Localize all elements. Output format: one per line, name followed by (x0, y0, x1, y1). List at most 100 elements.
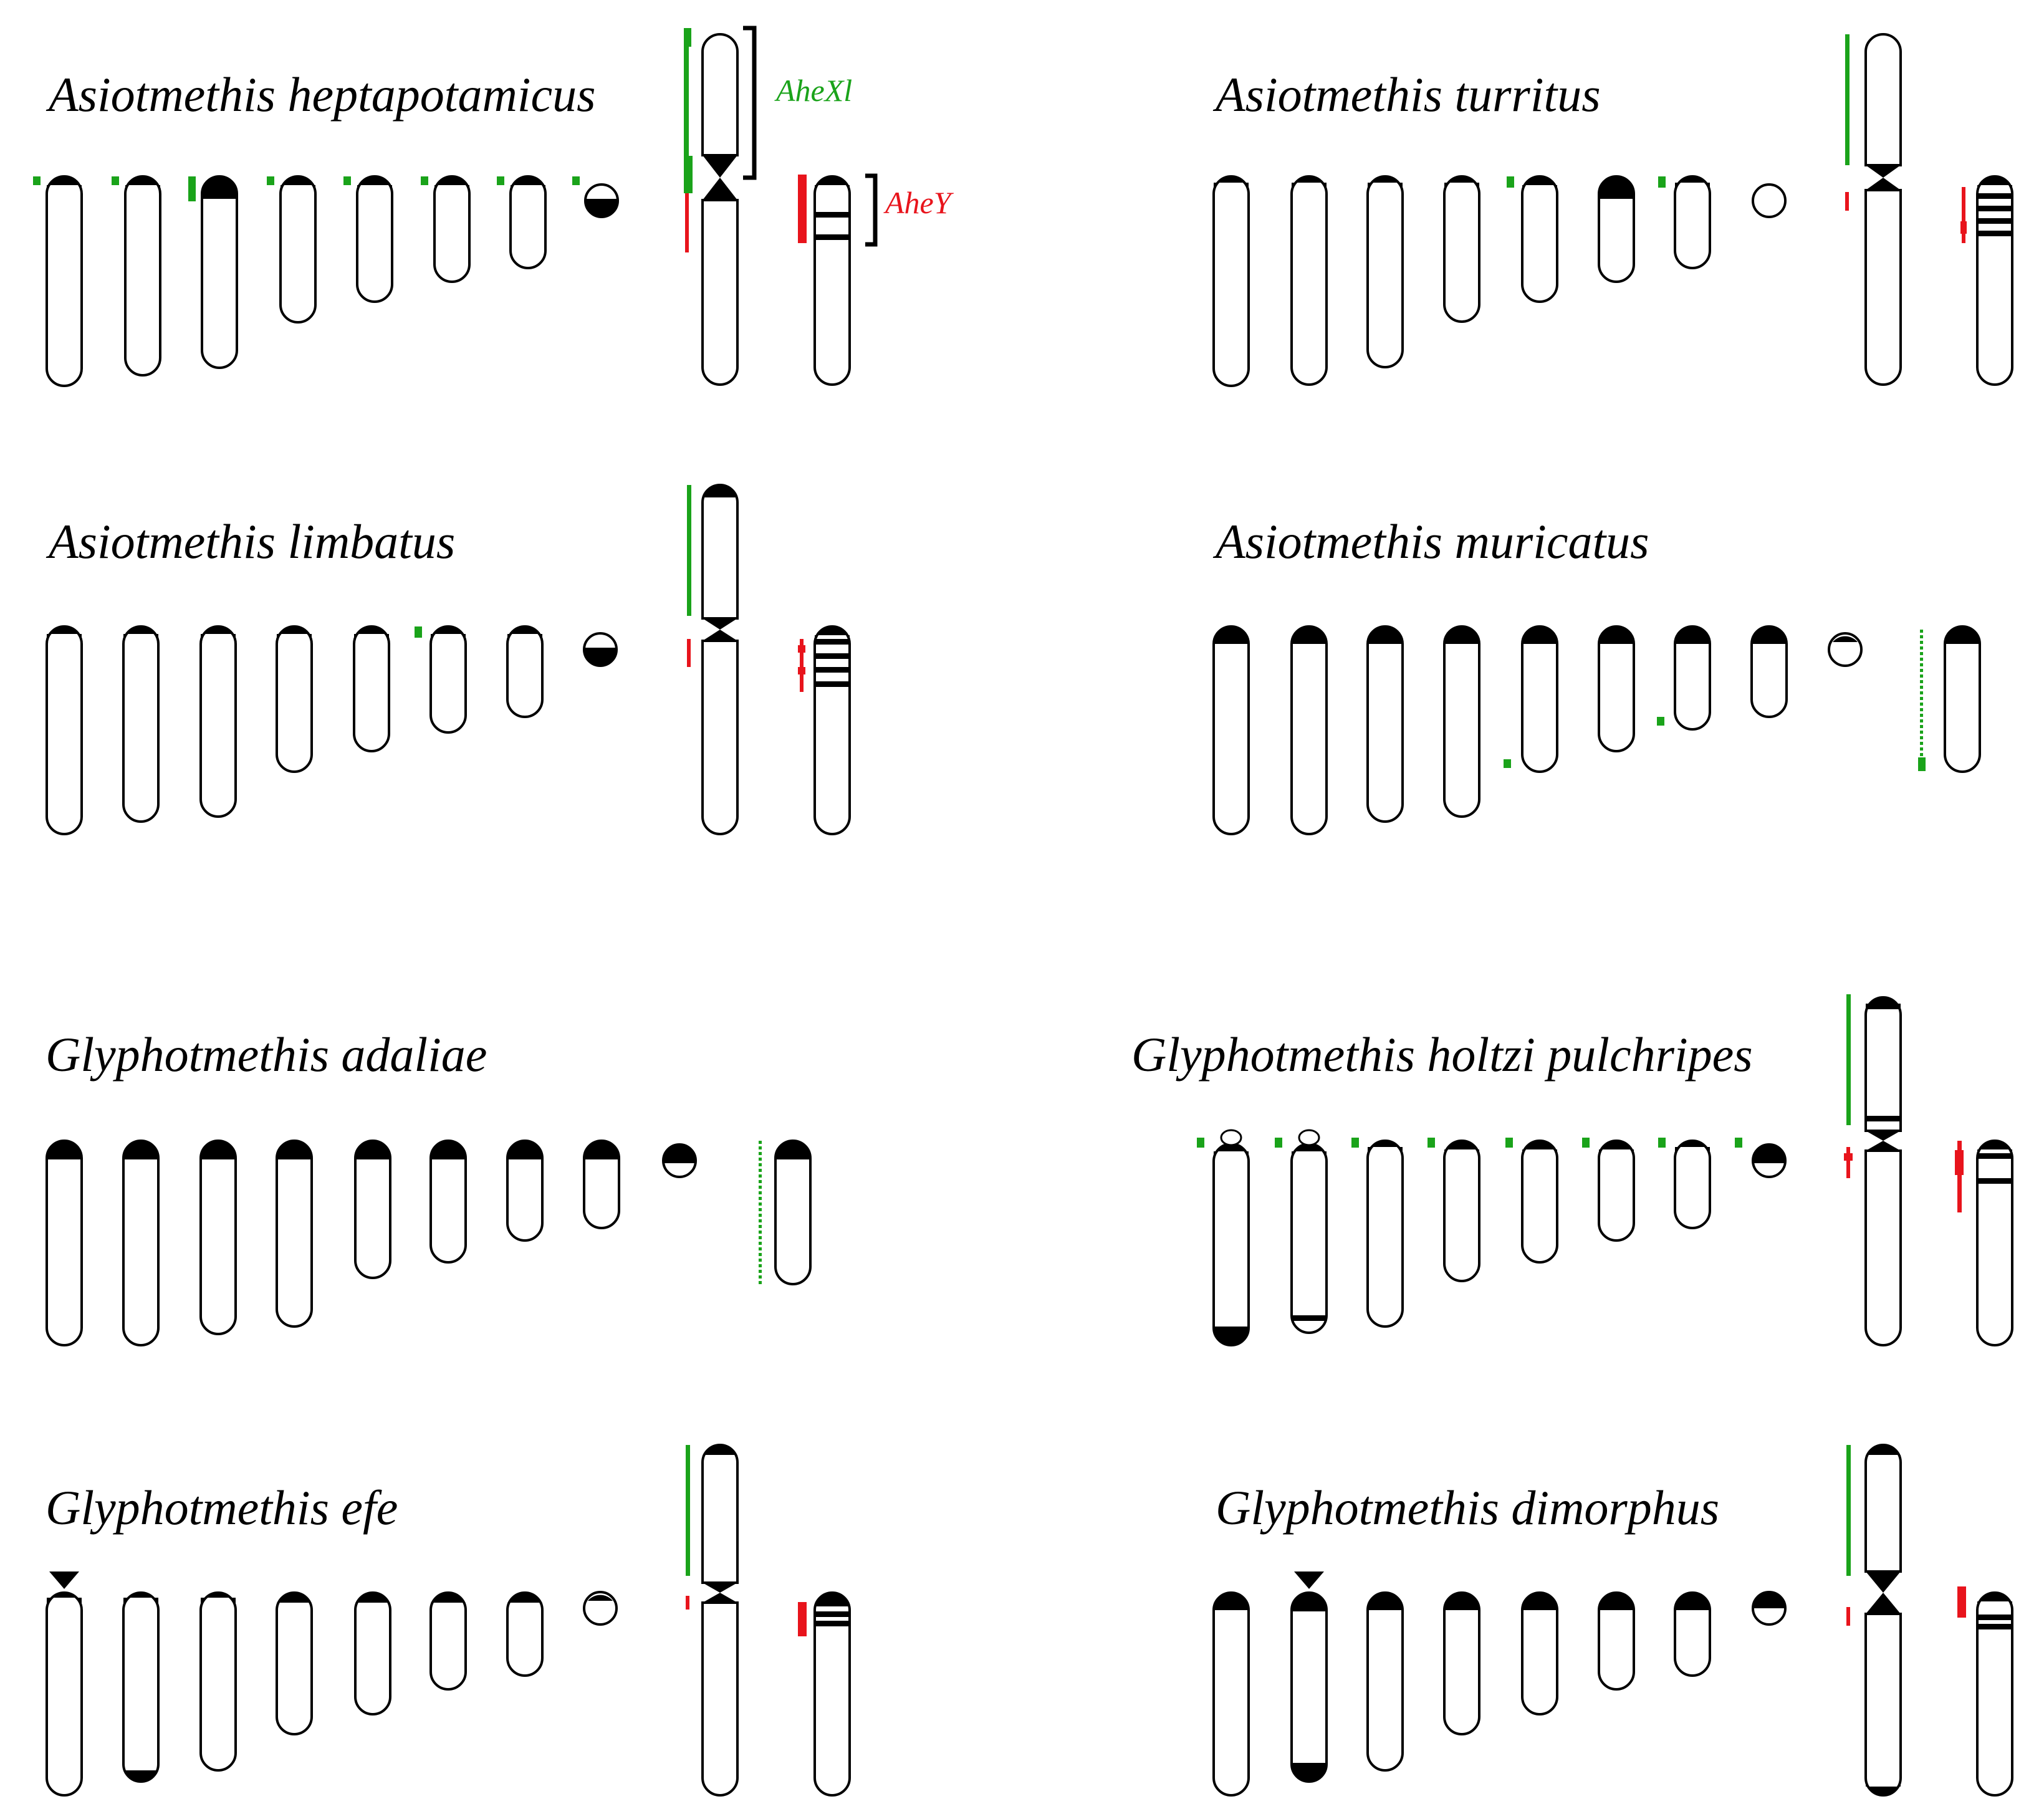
chromosome-outline (433, 175, 471, 283)
telomeric-block (123, 1764, 158, 1782)
chromosome-outline (46, 1591, 83, 1797)
c-band (1866, 1004, 1901, 1009)
chromosome-outline (1752, 183, 1787, 218)
chromosome-outline (124, 175, 161, 377)
xl-probe-signal (112, 176, 119, 185)
chromosome-outline (1443, 1591, 1480, 1735)
y-probe-signal (1844, 1153, 1853, 1161)
chromosome (1976, 1591, 2013, 1797)
satellite (1294, 1571, 1324, 1589)
chromosome (353, 625, 390, 752)
chromosome (199, 1591, 237, 1772)
y-probe-signal (798, 175, 807, 243)
chromosome (429, 1140, 467, 1264)
chromosome-outline (46, 175, 83, 387)
chromosome (122, 625, 160, 823)
chromosome-outline (1521, 1140, 1558, 1264)
label-ahexl: AheXl (774, 73, 852, 108)
chromosome-outline (429, 625, 467, 734)
chromosome-outline (1212, 1143, 1250, 1346)
c-band (584, 648, 617, 652)
chromosome-arm (1864, 33, 1902, 166)
neo-x-chromosome (1864, 1444, 1902, 1797)
pericentromeric-block (47, 1141, 82, 1159)
xl-probe-signal (759, 1236, 762, 1239)
xl-probe-signal (1920, 635, 1923, 638)
chromosome-outline (1290, 625, 1328, 835)
xl-probe-signal (1920, 725, 1923, 728)
chromosome-outline (1976, 1140, 2013, 1346)
xl-probe-signal (1920, 714, 1923, 717)
pericentromeric-block (1368, 626, 1403, 644)
pericentromeric-block (355, 1141, 390, 1159)
chromosome (1290, 1129, 1328, 1334)
pericentromeric-block (775, 1141, 810, 1159)
chromosome (124, 175, 161, 377)
chromosome-outline (1443, 175, 1480, 323)
xl-probe-signal (343, 176, 351, 185)
pericentromeric-block (511, 176, 545, 194)
chromosome-outline (1366, 1591, 1404, 1772)
panel-title-a-turritus: Asiotmethis turritus (1212, 67, 1601, 122)
xl-probe-signal (188, 176, 196, 201)
telomeric-block (703, 1445, 737, 1462)
chromosome-outline (1944, 625, 1981, 773)
pericentromeric-block (277, 1593, 312, 1610)
chromosome (813, 625, 851, 835)
chromosome-outline (199, 1140, 237, 1335)
satellite (49, 1571, 79, 1589)
xl-probe-signal (421, 176, 428, 185)
chromosome-outline (122, 1591, 160, 1783)
chromosome (1290, 625, 1328, 835)
chromosome (201, 175, 238, 369)
pericentromeric-block (507, 1593, 542, 1610)
xl-probe-signal (684, 28, 691, 47)
pericentromeric-block (354, 626, 389, 644)
chromosome (1366, 1591, 1404, 1772)
chromosome-outline (1290, 175, 1328, 386)
c-band (1866, 1116, 1901, 1121)
chromosome-outline (1443, 625, 1480, 818)
bracket-ahexl (743, 26, 757, 180)
telomeric-block (1866, 1778, 1901, 1795)
chromosome-outline (1521, 1591, 1558, 1715)
chromosome-dot (583, 1591, 618, 1626)
xl-probe-signal (759, 1152, 762, 1155)
y-probe-signal (1962, 187, 1965, 243)
chromosome-outline (1674, 1140, 1711, 1229)
chromosome (356, 175, 393, 303)
chromosome (429, 625, 467, 734)
panel-title-g-adaliae: Glyphotmethis adaliae (46, 1027, 487, 1082)
y-probe-signal (687, 639, 691, 667)
chromosome (1366, 1140, 1404, 1328)
chromosome-layer (33, 28, 2013, 1797)
chromosome (279, 175, 317, 324)
pericentromeric-block (431, 1141, 466, 1159)
pericentromeric-block (1292, 1144, 1327, 1161)
chromosome (122, 1591, 160, 1783)
xl-probe-signal (759, 1141, 762, 1144)
chromosome-outline (122, 625, 160, 823)
chromosome (276, 625, 313, 773)
pericentromeric-block (1444, 176, 1479, 194)
chromosome (1212, 625, 1250, 835)
pericentromeric-block (815, 626, 850, 644)
telomeric-block (1866, 1445, 1901, 1462)
pericentromeric-block (431, 1593, 466, 1610)
pericentromeric-block (588, 1595, 613, 1601)
c-band (815, 234, 850, 240)
chromosome (1212, 175, 1250, 387)
chromosome-arm (1864, 1444, 1902, 1573)
c-band (1977, 218, 2012, 224)
chromosome-outline (1290, 1591, 1328, 1783)
chromosome-outline (276, 1591, 313, 1735)
pericentromeric-block (1753, 1592, 1785, 1608)
chromosome (429, 1591, 467, 1691)
pericentromeric-block (1753, 1144, 1785, 1161)
chromosome (1212, 1129, 1250, 1346)
chromosome (276, 1140, 313, 1328)
xl-probe-signal (759, 1264, 762, 1267)
y-probe-signal (798, 1602, 807, 1636)
chromosome (1674, 1140, 1711, 1229)
chromosome-outline (276, 1140, 313, 1328)
